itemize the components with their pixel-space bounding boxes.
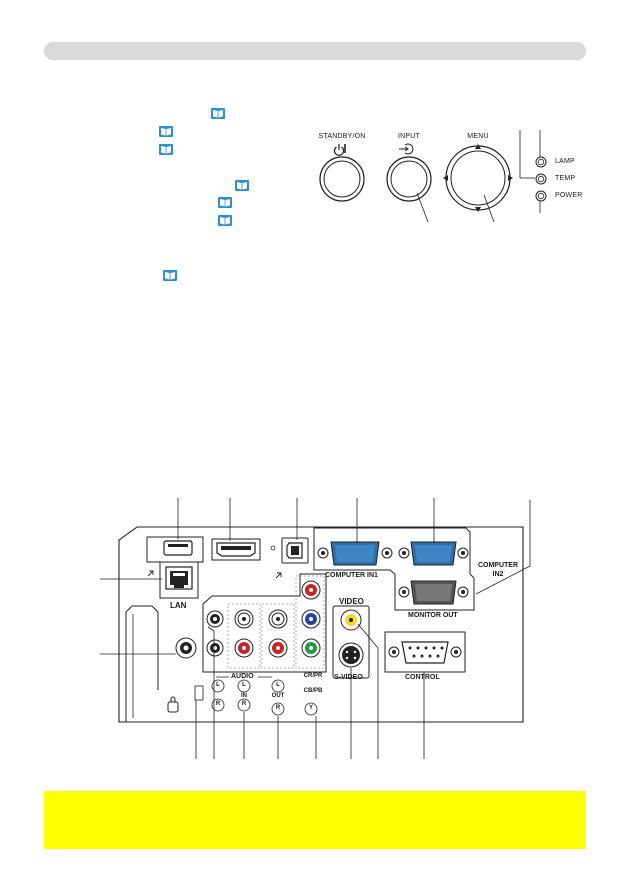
computer-ports-group (313, 527, 475, 611)
s-video-label: S-VIDEO (334, 674, 363, 681)
computer-in2-text: COMPUTER IN2 (477, 562, 519, 578)
audio-out-r-label: R (275, 705, 281, 711)
input-icon (399, 143, 414, 155)
arrow-right-icon (508, 175, 513, 181)
monitor-out-label: MONITOR OUT (408, 612, 458, 619)
menu-label: MENU (467, 133, 489, 140)
video-jack[interactable] (340, 609, 362, 631)
book-icon (235, 180, 249, 191)
component-cb-jack[interactable] (301, 609, 321, 629)
audio-out2-l-label: L (276, 682, 280, 688)
input-button[interactable] (386, 156, 432, 202)
kensington-lock-icon (167, 696, 179, 713)
component-cb-label: CB/PB (303, 688, 323, 694)
audio-in-l-label: L (242, 682, 246, 688)
indicator-lamps (519, 130, 547, 213)
slot (194, 685, 204, 701)
av-ports-group (202, 573, 327, 673)
audio-in-l-jack[interactable] (234, 609, 254, 629)
note-box (44, 791, 586, 849)
lan-label: LAN (170, 601, 187, 610)
audio-out-l-jack[interactable] (268, 609, 288, 629)
component-y-label: Y (308, 705, 314, 711)
audio-mini-jack[interactable] (206, 639, 224, 657)
rear-panel-outline (118, 526, 524, 723)
arrow-up-icon (475, 144, 481, 149)
arrow-left-icon (443, 175, 448, 181)
audio-out-r-jack[interactable] (268, 638, 288, 658)
input-label: INPUT (398, 133, 420, 140)
usb-arrow-icon (147, 570, 154, 577)
audio-out-l-label: L (216, 682, 220, 688)
audio-in-group (227, 603, 261, 669)
audio-out-label: OUT (271, 693, 285, 699)
rear-panel-drawing (100, 498, 531, 759)
usb-b-port[interactable] (281, 537, 309, 564)
power-indicator-label: POWER (555, 192, 583, 199)
hdmi-port[interactable] (211, 538, 261, 561)
audio-in2-r-label: R (241, 701, 247, 707)
audio-mini-jack[interactable] (206, 610, 224, 628)
component-cr-jack[interactable] (301, 580, 321, 600)
control-port-group (384, 631, 466, 673)
book-icon (211, 108, 225, 119)
control-port[interactable] (388, 641, 462, 664)
book-icon (159, 144, 173, 155)
control-label: CONTROL (405, 674, 440, 681)
computer-in2-label: COMPUTER IN2 (477, 561, 519, 579)
lan-port[interactable] (159, 561, 199, 599)
computer-in1-port[interactable] (317, 541, 393, 566)
component-y-jack[interactable] (301, 638, 321, 658)
computer-in1-label: COMPUTER IN1 (325, 572, 378, 579)
s-video-jack[interactable] (338, 642, 364, 668)
monitor-out-port[interactable] (398, 580, 469, 605)
book-icon (218, 197, 232, 208)
video-label: VIDEO (339, 597, 364, 606)
control-panel-drawing (319, 130, 547, 223)
lamp-indicator-label: LAMP (555, 158, 575, 165)
temp-indicator-label: TEMP (555, 175, 576, 182)
section-header-bar (44, 42, 586, 60)
audio-label: AUDIO (231, 673, 254, 680)
book-icon (163, 270, 177, 281)
component-cr-label: CR/PR (303, 673, 323, 679)
component-group (295, 575, 325, 669)
audio-out-group (261, 603, 295, 669)
usb-a-port[interactable] (146, 536, 204, 563)
usb-arrow-icon (275, 572, 282, 579)
audio-in-r-label: R (215, 701, 221, 707)
callout-lines (100, 498, 531, 759)
audio-in-r-jack[interactable] (234, 638, 254, 658)
standby-button[interactable] (319, 156, 365, 202)
audio-in-label: IN (241, 693, 247, 699)
book-icon (159, 126, 173, 137)
book-icon (218, 215, 232, 226)
security-bar (125, 605, 159, 722)
standby-label: STANDBY/ON (318, 133, 366, 140)
power-icon (333, 144, 346, 156)
arrow-down-icon (475, 207, 481, 212)
computer-in2-port[interactable] (398, 541, 469, 566)
audio-mini-jack[interactable] (175, 637, 197, 659)
